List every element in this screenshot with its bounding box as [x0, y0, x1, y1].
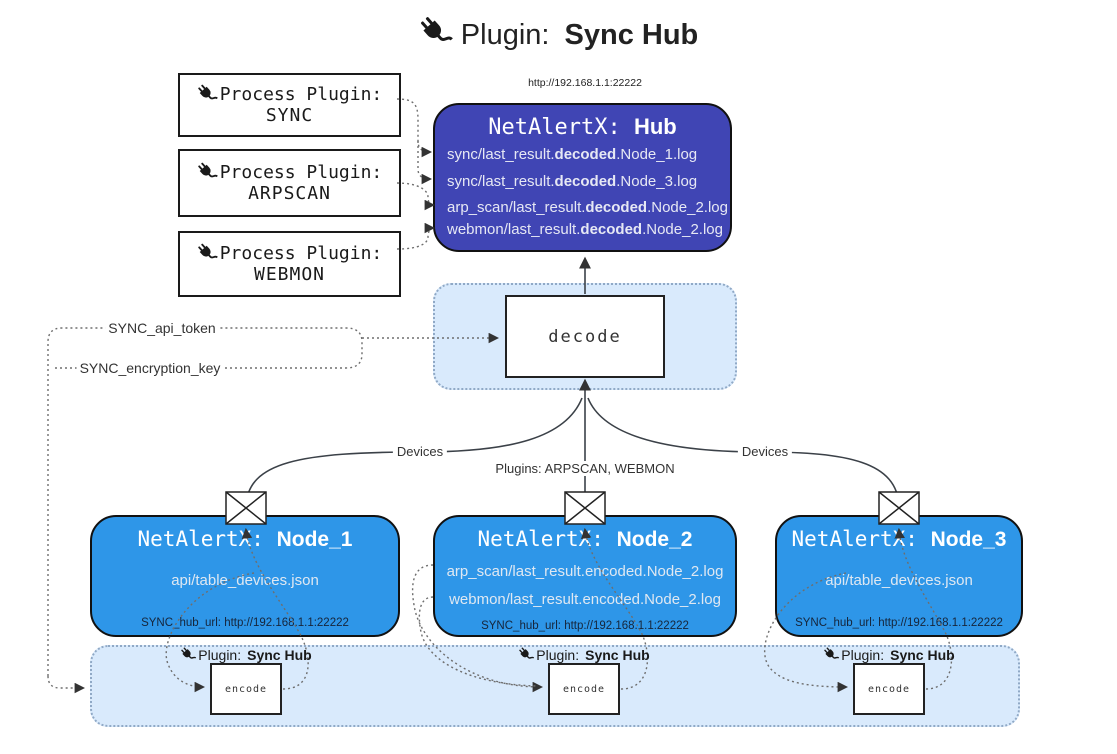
node3-box: NetAlertX: Node_3 api/table_devices.json…: [775, 515, 1023, 637]
node-hub-url: SYNC_hub_url: http://192.168.1.1:22222: [481, 620, 689, 632]
node-title-prefix: NetAlertX:: [791, 527, 918, 551]
encode-box-node3: encode: [853, 663, 925, 715]
plug-icon: [518, 647, 534, 663]
plug-icon: [197, 243, 218, 264]
log-text: sync/last_result.: [447, 173, 555, 190]
encode-box-node2: encode: [548, 663, 620, 715]
log-text: sync/last_result.: [447, 146, 555, 163]
process-plugin-arpscan-box: Process Plugin: ARPSCAN: [178, 149, 401, 217]
hub-url-label: http://192.168.1.1:22222: [525, 77, 645, 89]
node-title-name: Node_3: [930, 528, 1007, 551]
log-text: .Node_2.log: [647, 199, 728, 216]
node-file: webmon/last_result.encoded.Node_2.log: [449, 591, 721, 608]
process-plugin-name: WEBMON: [253, 264, 326, 285]
log-text: arp_scan/last_result.: [447, 199, 586, 216]
strip-plugin-prefix: Plugin:: [536, 647, 580, 663]
encode-box-node1: encode: [210, 663, 282, 715]
hub-box: NetAlertX: Hub sync/last_result.decoded.…: [433, 103, 732, 252]
log-text: .Node_2.log: [642, 221, 723, 238]
hub-log-line: sync/last_result.decoded.Node_3.log: [447, 173, 697, 190]
page-title: Plugin: Sync Hub: [0, 16, 1117, 52]
sync-api-token-label: SYNC_api_token: [105, 320, 219, 336]
strip-plugin-name: Sync Hub: [247, 647, 312, 663]
node2-box: NetAlertX: Node_2 arp_scan/last_result.e…: [433, 515, 737, 637]
node-hub-url: SYNC_hub_url: http://192.168.1.1:22222: [141, 617, 349, 629]
node-title: NetAlertX: Node_2: [435, 527, 735, 552]
strip-plugin-prefix: Plugin:: [198, 647, 242, 663]
process-plugin-name: ARPSCAN: [248, 183, 331, 204]
strip-plugin-name: Sync Hub: [585, 647, 650, 663]
strip-plugin-name: Sync Hub: [890, 647, 955, 663]
node-title-name: Node_1: [276, 528, 353, 551]
plug-icon: [197, 84, 218, 105]
process-plugin-label-row: Process Plugin:: [197, 162, 383, 183]
hub-log-line: webmon/last_result.decoded.Node_2.log: [447, 221, 723, 238]
decode-box: decode: [505, 295, 665, 378]
edge-label-devices-left: Devices: [392, 444, 448, 459]
node-file: api/table_devices.json: [825, 572, 973, 589]
process-plugin-webmon-box: Process Plugin: WEBMON: [178, 231, 401, 297]
edge-label-devices-right: Devices: [737, 444, 793, 459]
page-title-name: Sync Hub: [564, 19, 699, 51]
process-plugin-label-row: Process Plugin:: [197, 84, 383, 105]
edge-sync-to-log2: [417, 141, 433, 185]
log-text-bold: decoded: [580, 221, 643, 238]
log-text-bold: decoded: [585, 199, 648, 216]
log-text: .Node_3.log: [616, 173, 698, 190]
strip-plugin-label-node2: Plugin: Sync Hub: [518, 647, 650, 663]
node-hub-url: SYNC_hub_url: http://192.168.1.1:22222: [795, 617, 1003, 629]
process-plugin-label: Process Plugin:: [219, 243, 383, 264]
hub-log-line: sync/last_result.decoded.Node_1.log: [447, 146, 697, 163]
strip-plugin-label-node3: Plugin: Sync Hub: [823, 647, 955, 663]
edge-arpscan-to-log3: [396, 182, 436, 211]
strip-plugin-prefix: Plugin:: [841, 647, 885, 663]
node-title-prefix: NetAlertX:: [477, 527, 604, 551]
log-text: .Node_1.log: [616, 146, 698, 163]
log-text-bold: decoded: [554, 173, 617, 190]
strip-plugin-label-node1: Plugin: Sync Hub: [180, 647, 312, 663]
edge-label-plugins-middle: Plugins: ARPSCAN, WEBMON: [491, 461, 679, 476]
hub-title-prefix: NetAlertX:: [488, 115, 621, 140]
plug-icon: [197, 162, 218, 183]
process-plugin-label: Process Plugin:: [219, 162, 383, 183]
node-title: NetAlertX: Node_3: [777, 527, 1021, 552]
hub-log-line: arp_scan/last_result.decoded.Node_2.log: [447, 199, 728, 216]
process-plugin-label: Process Plugin:: [219, 84, 383, 105]
plug-icon: [419, 16, 453, 50]
page-title-prefix: Plugin:: [460, 19, 550, 51]
plug-icon: [180, 647, 196, 663]
hub-title-name: Hub: [633, 114, 677, 139]
node-title-prefix: NetAlertX:: [137, 527, 264, 551]
log-text: webmon/last_result.: [447, 221, 581, 238]
hub-title: NetAlertX: Hub: [435, 114, 730, 140]
edge-webmon-to-log4: [396, 222, 436, 250]
node-title-name: Node_2: [616, 528, 693, 551]
process-plugin-sync-box: Process Plugin: SYNC: [178, 73, 401, 137]
sync-encryption-key-label: SYNC_encryption_key: [76, 360, 224, 376]
log-text-bold: decoded: [554, 146, 617, 163]
edge-sync-to-log1: [396, 98, 433, 158]
process-plugin-label-row: Process Plugin:: [197, 243, 383, 264]
node1-box: NetAlertX: Node_1 api/table_devices.json…: [90, 515, 400, 637]
node-file: arp_scan/last_result.encoded.Node_2.log: [446, 563, 724, 580]
node-title: NetAlertX: Node_1: [92, 527, 398, 552]
plug-icon: [823, 647, 839, 663]
node-file: api/table_devices.json: [171, 572, 319, 589]
edge-token-to-strip: [47, 675, 86, 694]
process-plugin-name: SYNC: [265, 105, 314, 126]
